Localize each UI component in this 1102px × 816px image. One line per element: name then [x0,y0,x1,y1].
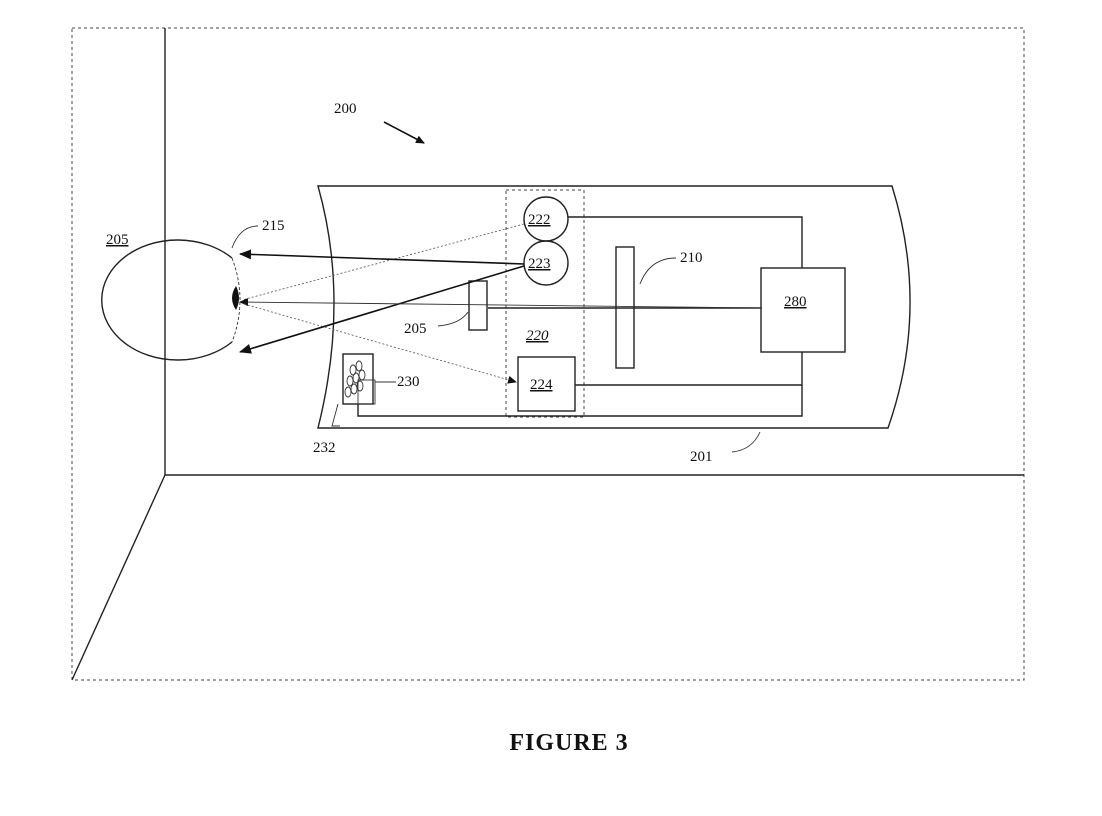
label-lens-205-leader [437,311,469,327]
label-210: 210 [680,250,703,266]
sensor-224 [517,356,576,412]
controller-280 [760,267,846,353]
label-210-leader [639,257,677,285]
eye-circle [101,239,233,361]
ray-223-lower [239,265,525,354]
eye-pupil [232,286,239,310]
wire-222-to-280 [568,216,803,268]
label-230: 230 [397,374,420,390]
label-222: 222 [528,212,551,228]
camera-230-body [357,379,376,405]
label-200-arrow [383,121,425,144]
figure-caption: FIGURE 3 [509,730,628,756]
ray-eye-to-224 [243,303,517,384]
emitter-223 [523,240,569,286]
label-220: 220 [526,328,549,344]
label-200: 200 [334,101,357,117]
ray-223-upper [239,249,525,265]
wire-224-to-280 [575,352,803,386]
label-201: 201 [690,449,713,465]
label-lens-205: 205 [404,321,427,337]
label-215: 215 [262,218,285,234]
ray-222-to-eye [241,223,525,301]
label-201-leader [731,431,761,453]
label-232-leader [331,403,340,427]
floor-diagonal-line [71,474,166,681]
label-eye-205: 205 [106,232,129,248]
label-223: 223 [528,256,551,272]
label-232: 232 [313,440,336,456]
camera-lens-array-icon [344,360,366,398]
room-boundary [71,27,1025,681]
ray-axis-to-eye [239,298,763,309]
lens-205 [468,280,488,331]
label-224: 224 [530,377,553,393]
label-280: 280 [784,294,807,310]
wire-230-to-280 [357,385,803,417]
label-215-leader [231,225,259,249]
array-220-box [505,189,585,418]
housing-201 [317,185,911,429]
